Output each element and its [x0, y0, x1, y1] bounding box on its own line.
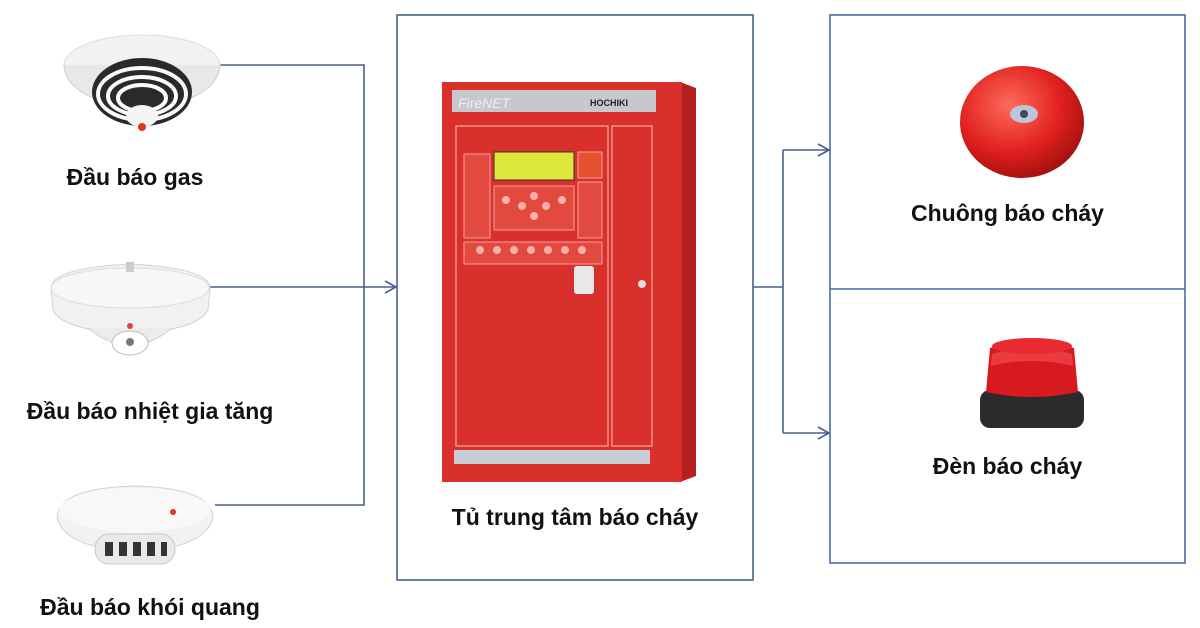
strobe-light-icon — [980, 338, 1084, 428]
smoke-detector-icon — [56, 485, 214, 565]
control-panel-label: Tủ trung tâm báo cháy — [451, 504, 699, 530]
fire-alarm-control-panel-icon: FireNET HOCHIKI — [442, 82, 696, 482]
panel-brand: HOCHIKI — [590, 98, 628, 108]
heat-detector-label: Đầu báo nhiệt gia tăng — [26, 398, 274, 424]
fire-bell-icon — [960, 66, 1084, 178]
gas-connector — [215, 64, 365, 506]
fire-bell-label: Chuông báo cháy — [911, 200, 1104, 226]
smoke-detector-label: Đầu báo khói quang — [40, 594, 260, 620]
gas-detector-label: Đầu báo gas — [66, 164, 204, 190]
strobe-light-label: Đèn báo cháy — [932, 453, 1083, 479]
panel-logo: FireNET — [458, 95, 512, 111]
heat-detector-icon — [50, 262, 211, 356]
center-box — [396, 14, 754, 581]
gas-detector-icon — [63, 34, 221, 131]
